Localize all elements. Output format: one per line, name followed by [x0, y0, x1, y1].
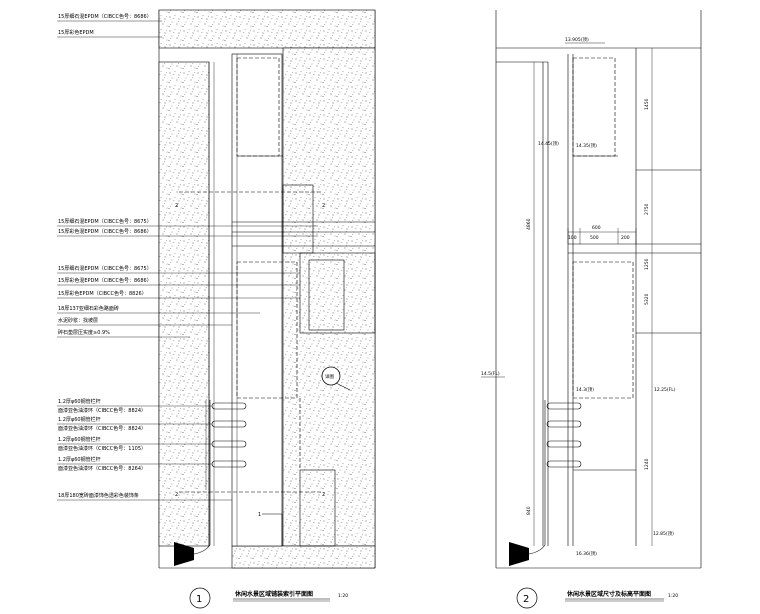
- svg-text:1250: 1250: [644, 258, 650, 270]
- svg-text:15厚彩色EPDM（CIBCC色号：8826）: 15厚彩色EPDM（CIBCC色号：8826）: [58, 290, 147, 297]
- dimension-vertical: 1450 2750 1250 5320 1240 840 4860: [526, 98, 650, 515]
- svg-text:15厚彩色混EPDM（CIBCC色号：8686）: 15厚彩色混EPDM（CIBCC色号：8686）: [58, 228, 152, 235]
- svg-text:2: 2: [523, 594, 529, 605]
- svg-text:面漆亚色油漆环（CIBCC色号：8824）: 面漆亚色油漆环（CIBCC色号：8824）: [58, 407, 146, 414]
- svg-text:2: 2: [175, 492, 178, 498]
- svg-text:16.36(顶): 16.36(顶): [576, 551, 597, 557]
- svg-text:4860: 4860: [526, 218, 532, 230]
- svg-text:5320: 5320: [644, 293, 650, 305]
- svg-text:200: 200: [621, 235, 630, 241]
- svg-text:15厚细石混EPDM（CIBCC色号：8675）: 15厚细石混EPDM（CIBCC色号：8675）: [58, 265, 152, 272]
- svg-text:1:20: 1:20: [338, 593, 348, 599]
- title-block-left: 1 休闲水景区域铺装索引平面图 1:20: [189, 587, 348, 609]
- water-channel: [231, 53, 283, 547]
- spout-icon: [174, 400, 211, 566]
- right-paving-column: [282, 47, 376, 547]
- svg-text:600: 600: [592, 225, 601, 231]
- svg-text:1.2厚φ60钢管栏杆: 1.2厚φ60钢管栏杆: [58, 436, 101, 443]
- svg-text:12.85(顶): 12.85(顶): [653, 531, 674, 537]
- svg-text:840: 840: [526, 506, 532, 515]
- bottom-paving-strip: [231, 545, 376, 569]
- svg-text:18厚137亚细石彩色路面砖: 18厚137亚细石彩色路面砖: [58, 305, 119, 312]
- svg-text:面漆亚色油漆环（CIBCC色号：1105）: 面漆亚色油漆环（CIBCC色号：1105）: [58, 445, 146, 452]
- left-paving-column: [158, 61, 210, 547]
- svg-text:500: 500: [590, 235, 599, 241]
- svg-text:1450: 1450: [644, 98, 650, 110]
- svg-text:18厚180宽砖面漆饰色透彩色装饰条: 18厚180宽砖面漆饰色透彩色装饰条: [58, 492, 139, 499]
- leader-labels: 15厚细石混EPDM（CIBCC色号：8686） 15厚彩色EPDM 15厚细石…: [57, 13, 318, 501]
- svg-text:14.3(顶): 14.3(顶): [576, 387, 594, 393]
- dimension-top: 600 100 500 200: [568, 225, 630, 241]
- svg-text:1: 1: [258, 512, 261, 518]
- pipe-railings-right: [546, 402, 582, 468]
- svg-text:15厚彩色混EPDM（CIBCC色号：8686）: 15厚彩色混EPDM（CIBCC色号：8686）: [58, 277, 152, 284]
- svg-text:1:20: 1:20: [668, 593, 678, 599]
- svg-text:13.905(顶): 13.905(顶): [565, 37, 589, 43]
- section-mark: 2 2 2 2: [175, 203, 325, 498]
- svg-text:14.5(FL): 14.5(FL): [481, 371, 500, 377]
- svg-text:面漆亚色油漆环（CIBCC色号：8824）: 面漆亚色油漆环（CIBCC色号：8824）: [58, 425, 146, 432]
- detail-symbol: [321, 366, 341, 386]
- svg-text:详图: 详图: [325, 373, 334, 380]
- svg-text:1240: 1240: [644, 458, 650, 470]
- svg-text:2: 2: [322, 203, 325, 209]
- svg-text:碎石垫层压实度≥0.9%: 碎石垫层压实度≥0.9%: [58, 329, 110, 336]
- svg-text:12.25(FL): 12.25(FL): [654, 387, 676, 393]
- spout-icon-right: [509, 400, 546, 566]
- svg-text:14.35(顶): 14.35(顶): [576, 143, 597, 149]
- elevation-markers: 13.905(顶) 14.45(顶) 14.35(顶) 14.5(FL) 14.…: [481, 37, 676, 557]
- svg-text:100: 100: [568, 235, 577, 241]
- right-plan: 600 100 500 200 1450 2750 1250 5320 1240…: [481, 10, 702, 609]
- svg-text:面漆亚色油漆环（CIBCC色号：8264）: 面漆亚色油漆环（CIBCC色号：8264）: [58, 465, 146, 472]
- svg-text:15厚细石混EPDM（CIBCC色号：8675）: 15厚细石混EPDM（CIBCC色号：8675）: [58, 218, 152, 225]
- svg-text:2750: 2750: [644, 203, 650, 215]
- svg-text:2: 2: [175, 203, 178, 209]
- left-plan: 2 2 2 2 1 详图 15厚细石混EPDM（CIBCC色号：: [57, 9, 376, 609]
- svg-text:2: 2: [322, 492, 325, 498]
- svg-text:15厚细石混EPDM（CIBCC色号：8686）: 15厚细石混EPDM（CIBCC色号：8686）: [58, 13, 152, 20]
- svg-text:水泥砂浆：找坡层: 水泥砂浆：找坡层: [58, 317, 98, 324]
- svg-text:1: 1: [196, 594, 202, 605]
- title-block-right: 2 休闲水景区域尺寸及标高平面图 1:20: [516, 587, 678, 609]
- svg-text:1.2厚φ60钢管栏杆: 1.2厚φ60钢管栏杆: [58, 416, 101, 423]
- svg-text:休闲水景区域尺寸及标高平面图: 休闲水景区域尺寸及标高平面图: [566, 590, 651, 598]
- svg-text:15厚彩色EPDM: 15厚彩色EPDM: [58, 29, 94, 36]
- top-paving-band: [158, 9, 376, 49]
- svg-text:1.2厚φ60钢管栏杆: 1.2厚φ60钢管栏杆: [58, 398, 101, 405]
- svg-text:1.2厚φ60钢管栏杆: 1.2厚φ60钢管栏杆: [58, 456, 101, 463]
- svg-text:休闲水景区域铺装索引平面图: 休闲水景区域铺装索引平面图: [234, 590, 313, 598]
- svg-text:14.45(顶): 14.45(顶): [538, 141, 559, 147]
